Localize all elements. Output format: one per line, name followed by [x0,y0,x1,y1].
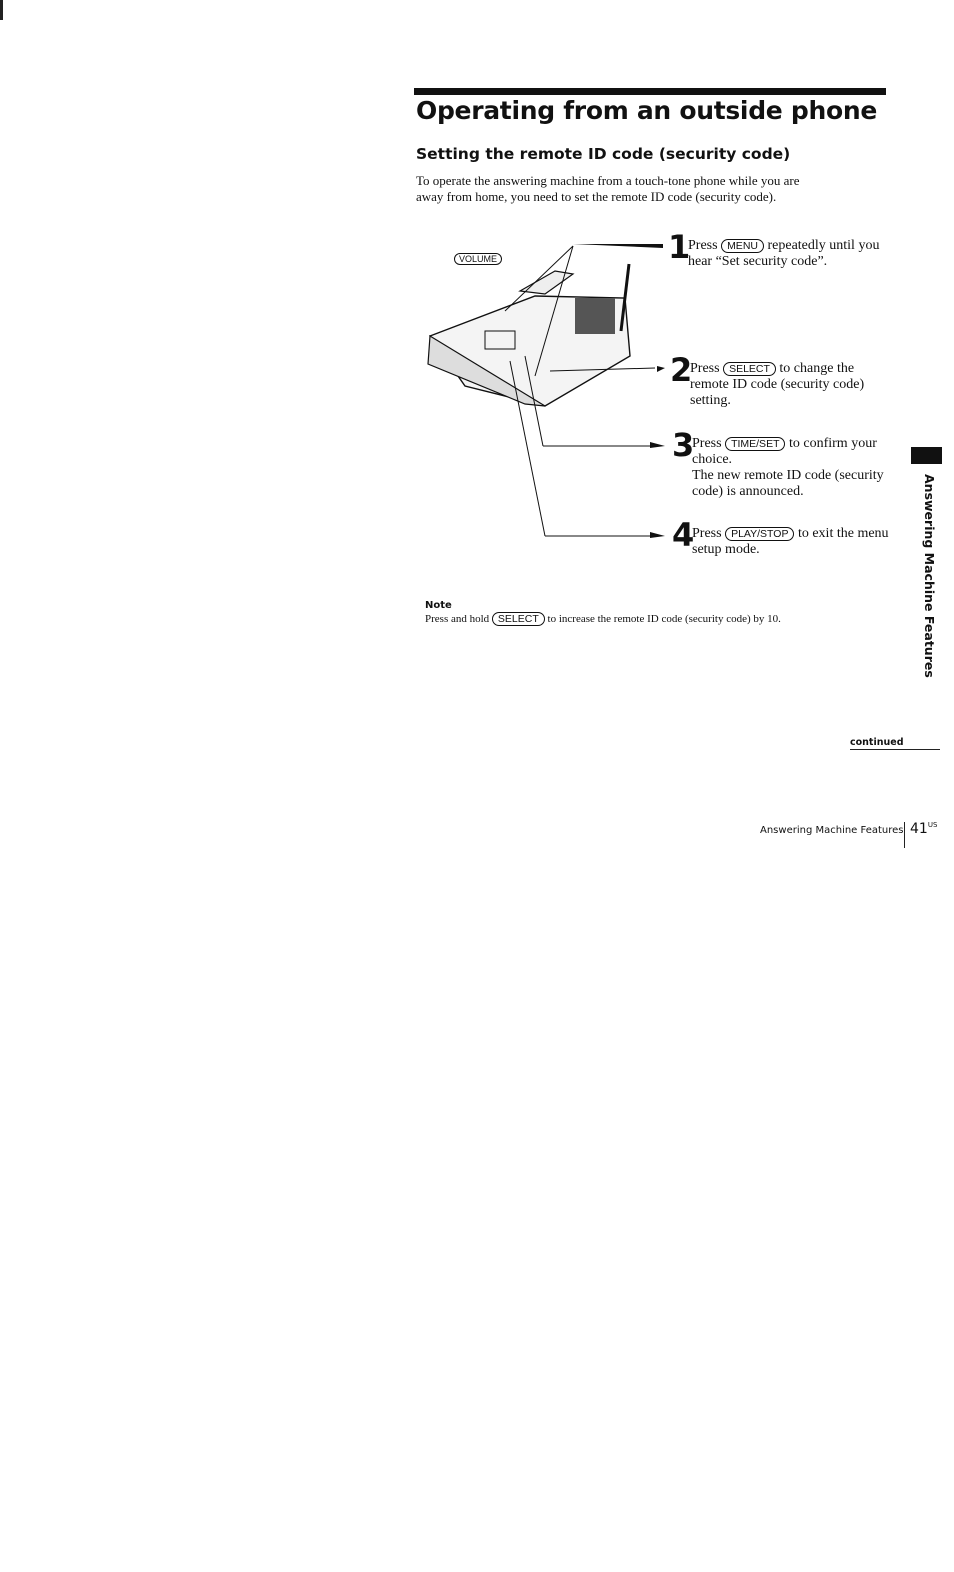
step-text-press: Press [690,361,720,376]
title-rule [414,88,886,95]
select-key: SELECT [723,362,776,376]
footer-divider [904,822,905,848]
page-edge-mark [0,0,3,20]
continued-label: continued [850,737,904,748]
note-body: Press and hold SELECT to increase the re… [425,612,845,626]
note-text-post: to increase the remote ID code (security… [547,613,781,625]
step-number: 1 [668,228,691,266]
note-text-pre: Press and hold [425,613,490,625]
intro-paragraph: To operate the answering machine from a … [416,173,800,204]
pointer-step-3 [650,442,665,448]
menu-key: MENU [721,239,764,253]
step-instruction: Press PLAY/STOP to exit the menu setup m… [692,526,892,558]
volume-key-label: VOLUME [454,253,503,265]
time-set-key: TIME/SET [725,437,786,451]
footer-section-name: Answering Machine Features [760,825,904,836]
step-number: 4 [672,516,695,554]
select-key: SELECT [491,612,545,626]
step-text-press: Press [692,526,722,541]
page-number: 41US [910,821,937,837]
step-number: 2 [670,351,693,389]
step-text-action: to exit the menu setup mode. [692,526,889,557]
step-number: 3 [672,426,695,464]
play-stop-key: PLAY/STOP [725,527,795,541]
section-subtitle: Setting the remote ID code (security cod… [416,145,791,163]
step-text-action: to confirm your choice. [692,436,877,467]
continued-rule [850,749,940,750]
section-tab-label: Answering Machine Features [922,474,937,678]
pointer-step-2 [657,366,665,372]
step-extra-text: The new remote ID code (security code) i… [692,468,884,499]
page-number-value: 41 [910,821,928,837]
step-text-action: repeatedly until you hear “Set security … [688,238,880,269]
step-text-press: Press [688,238,718,253]
page-number-suffix: US [927,821,938,829]
pointer-step-1 [573,244,663,248]
telephone-illustration [427,244,665,538]
step-instruction: Press SELECT to change the remote ID cod… [690,361,890,409]
page-title: Operating from an outside phone [416,96,877,125]
section-tab-marker [911,447,942,464]
step-instruction: Press MENU repeatedly until you hear “Se… [688,238,888,270]
note-heading: Note [425,600,452,611]
step-text-press: Press [692,436,722,451]
step-text-action: to change the remote ID code (security c… [690,361,865,408]
pointer-step-4 [650,532,665,538]
step-instruction: Press TIME/SET to confirm your choice. T… [692,436,892,500]
